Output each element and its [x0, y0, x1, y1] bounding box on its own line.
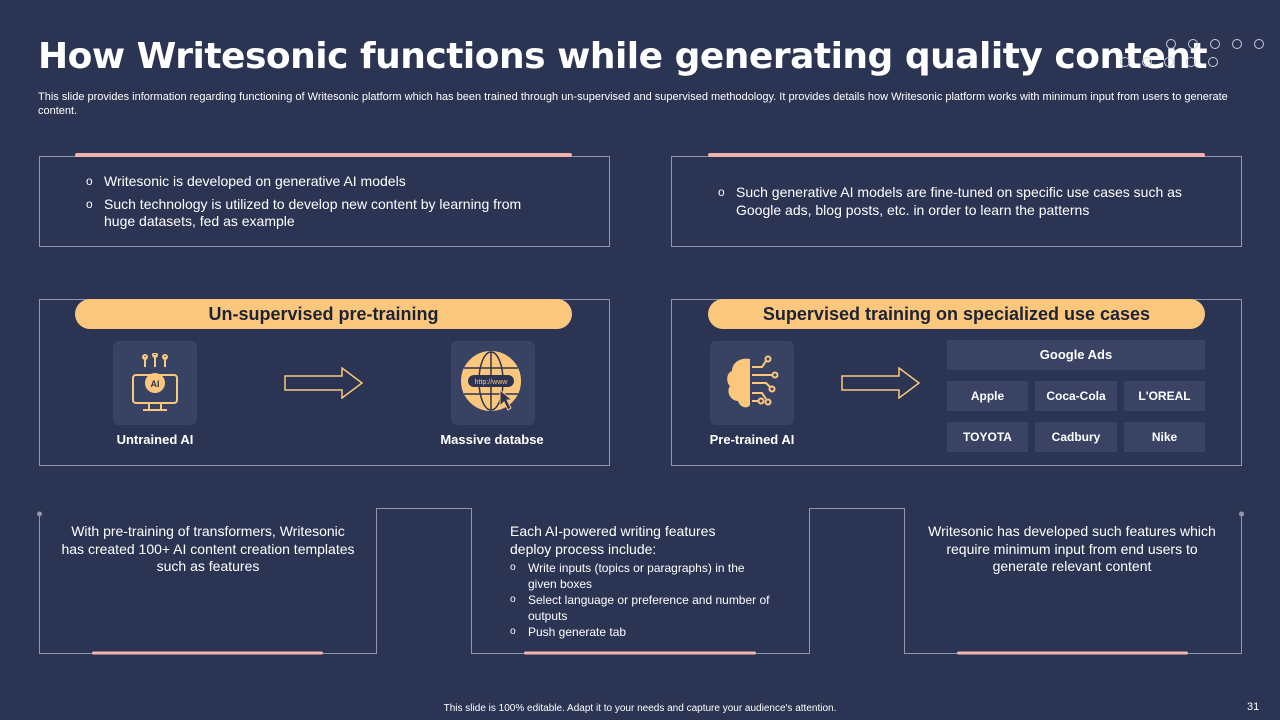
list-item: Such generative AI models are fine-tuned… — [718, 184, 1198, 219]
bottom-middle-intro: Each AI-powered writing features deploy … — [510, 523, 716, 557]
ai-chip-icon: AI — [132, 353, 178, 411]
pretrained-ai-label: Pre-trained AI — [709, 432, 795, 447]
brand-cell: TOYOTA — [947, 422, 1028, 452]
unsupervised-heading: Un-supervised pre-training — [75, 299, 572, 329]
bottom-middle-panel: Each AI-powered writing features deploy … — [510, 523, 790, 640]
circle-icon — [1232, 39, 1242, 49]
circle-icon — [1188, 39, 1198, 49]
globe-icon: http://www — [461, 351, 521, 411]
footer-note: This slide is 100% editable. Adapt it to… — [443, 703, 837, 714]
top-right-bullets: Such generative AI models are fine-tuned… — [718, 184, 1198, 219]
accent-line — [75, 153, 572, 157]
circle-icon — [1166, 39, 1176, 49]
arrow-right-icon — [284, 367, 364, 399]
untrained-ai-label: Untrained AI — [116, 432, 194, 447]
database-label: Massive databse — [440, 432, 544, 447]
brand-cell: Apple — [947, 381, 1028, 411]
brain-circuit-icon — [727, 355, 779, 408]
list-item: Write inputs (topics or paragraphs) in t… — [510, 560, 775, 592]
brand-cell: Cadbury — [1035, 422, 1117, 452]
list-item: Push generate tab — [510, 624, 775, 640]
brand-cell: Nike — [1124, 422, 1205, 452]
database-tile: http://www — [451, 341, 535, 425]
circle-icon — [1254, 39, 1264, 49]
svg-text:AI: AI — [151, 379, 160, 389]
circle-icon — [1210, 39, 1220, 49]
brand-cell: L'OREAL — [1124, 381, 1205, 411]
bottom-right-text: Writesonic has developed such features w… — [928, 523, 1216, 574]
page-number: 31 — [1247, 701, 1260, 713]
top-right-box: Such generative AI models are fine-tuned… — [671, 156, 1242, 247]
circle-icon — [1186, 57, 1196, 67]
top-left-box: Writesonic is developed on generative AI… — [39, 156, 610, 247]
page-subtitle: This slide provides information regardin… — [38, 91, 1228, 117]
top-left-bullets: Writesonic is developed on generative AI… — [86, 173, 556, 231]
brand-cell: Coca-Cola — [1035, 381, 1117, 411]
arrow-right-icon — [841, 367, 921, 399]
list-item: Select language or preference and number… — [510, 592, 775, 624]
pretrained-ai-tile — [710, 341, 794, 425]
untrained-ai-tile: AI — [113, 341, 197, 425]
page-title: How Writesonic functions while generatin… — [38, 36, 1208, 77]
list-item: Such technology is utilized to develop n… — [86, 196, 556, 231]
bottom-left-text: With pre-training of transformers, Write… — [61, 523, 355, 574]
list-item: Writesonic is developed on generative AI… — [86, 173, 556, 191]
circle-icon — [1142, 57, 1152, 67]
accent-line — [708, 153, 1205, 157]
circle-icon — [1120, 57, 1130, 67]
brand-google-ads: Google Ads — [947, 340, 1205, 370]
circle-icon — [1164, 57, 1174, 67]
url-text: http://www — [475, 379, 509, 386]
bottom-middle-bullets: Write inputs (topics or paragraphs) in t… — [510, 560, 775, 640]
bottom-frame — [37, 508, 1244, 655]
supervised-heading: Supervised training on specialized use c… — [708, 299, 1205, 329]
circle-icon — [1208, 57, 1218, 67]
